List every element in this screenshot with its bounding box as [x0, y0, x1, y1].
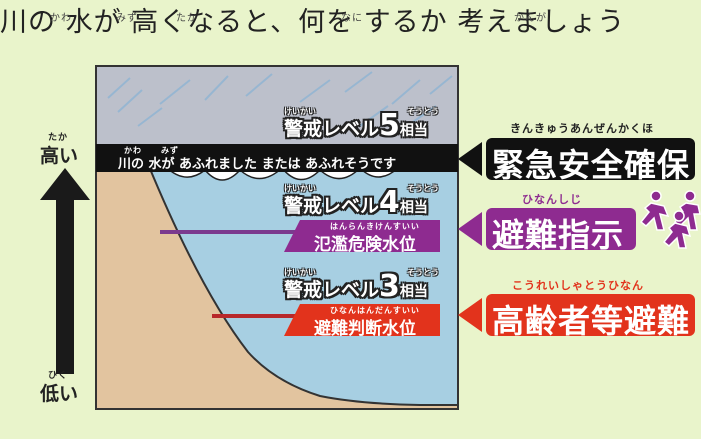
level4-action: 避難指示	[492, 216, 625, 254]
evacuating-people-icon	[639, 190, 701, 249]
title-ruby-nani: なに	[341, 13, 363, 24]
level5-pointer	[458, 142, 482, 176]
level3-water-label: 避難判断水位	[314, 319, 416, 339]
title-ruby-taka: たか	[176, 13, 198, 24]
level4-heading: 警戒レベル4相当	[284, 185, 428, 220]
level3-prefix: 警戒レベル	[284, 279, 380, 301]
title-text: 川の 水が 高くなると、何を するか 考えましょう	[0, 7, 626, 38]
level3-action-box	[486, 294, 695, 336]
level4-water-ruby: はんらんきけんすいい	[330, 222, 420, 231]
title-ruby-kanga: かんが	[514, 13, 547, 24]
level3-ruby-soutou: そうとう	[407, 268, 439, 277]
level4-water-label: 氾濫危険水位	[314, 235, 416, 255]
level5-action: 緊急安全確保	[492, 146, 691, 184]
banner-ruby-kawa: かわ	[124, 146, 142, 155]
overflow-banner-text: 川の 水が あふれました または あふれそうです	[118, 157, 397, 172]
level4-suffix: 相当	[399, 200, 428, 216]
level3-pointer	[458, 298, 482, 332]
title-ruby-mizu: みず	[116, 13, 138, 24]
level4-number: 4	[379, 185, 400, 220]
level5-prefix: 警戒レベル	[284, 118, 380, 140]
level3-action-ruby: こうれいしゃとうひなん	[512, 279, 644, 292]
level5-ruby-soutou: そうとう	[407, 107, 439, 116]
level3-number: 3	[379, 269, 400, 304]
level5-ruby-keikai: けいかい	[284, 107, 316, 116]
banner-ruby-mizu: みず	[161, 146, 179, 155]
level5-heading: 警戒レベル5相当	[284, 108, 428, 143]
level3-label-box	[284, 304, 440, 336]
page-title: 川の 水が 高くなると、何を するか 考えましょう	[0, 0, 701, 39]
level5-number: 5	[379, 108, 400, 143]
level3-ruby-keikai: けいかい	[284, 268, 316, 277]
level4-label-box	[284, 220, 440, 252]
level3-action: 高齢者等避難	[492, 302, 691, 340]
level4-pointer	[458, 212, 482, 246]
level4-prefix: 警戒レベル	[284, 195, 380, 217]
level3-suffix: 相当	[399, 284, 428, 300]
high-label: 高い	[40, 145, 79, 167]
riverbank	[95, 163, 459, 410]
overflow-banner	[96, 144, 458, 172]
level4-ruby-soutou: そうとう	[407, 184, 439, 193]
level5-action-ruby: きんきゅうあんぜんかくほ	[510, 122, 654, 135]
level3-water-ruby: ひなんはんだんすいい	[330, 306, 420, 315]
level4-action-box	[486, 208, 636, 250]
height-arrow	[40, 168, 90, 374]
level4-action-ruby: ひなんしじ	[522, 193, 582, 206]
level4-ruby-keikai: けいかい	[284, 184, 316, 193]
rain-streaks	[107, 71, 453, 127]
level5-suffix: 相当	[399, 123, 428, 139]
level3-heading: 警戒レベル3相当	[284, 269, 428, 304]
low-label: 低い	[40, 383, 79, 405]
panel-border	[95, 65, 459, 410]
title-ruby-kawa: かわ	[50, 13, 72, 24]
high-ruby: たか	[48, 133, 69, 143]
low-ruby: ひく	[48, 371, 69, 381]
level5-action-box	[486, 138, 695, 180]
